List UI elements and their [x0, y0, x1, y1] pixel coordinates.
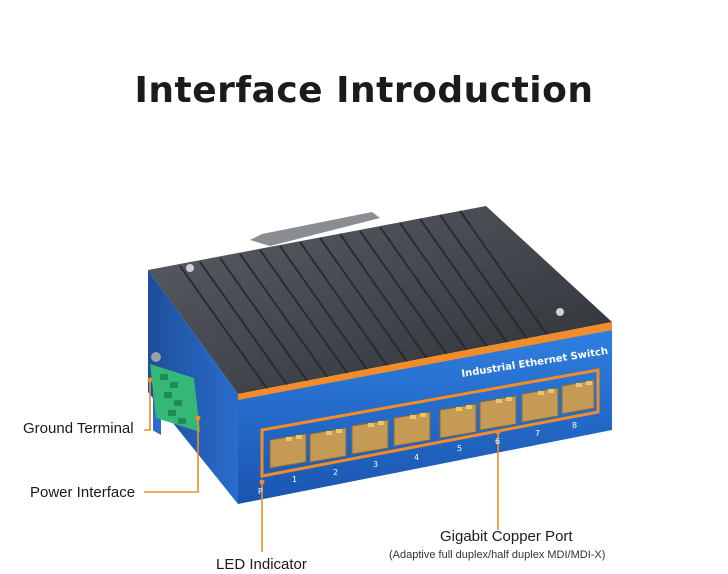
ethernet-ports — [269, 379, 595, 469]
copper-port-label: Gigabit Copper Port — [440, 528, 573, 545]
svg-text:1: 1 — [292, 475, 297, 484]
svg-text:7: 7 — [535, 429, 540, 438]
power-interface-label: Power Interface — [30, 484, 136, 501]
heatsink-top — [148, 206, 612, 394]
ground-terminal-label: Ground Terminal — [23, 420, 134, 437]
orange-edge — [238, 322, 612, 402]
terminal-block — [150, 352, 200, 432]
svg-text:6: 6 — [495, 437, 500, 446]
ground-screw — [151, 352, 161, 362]
din-rail-clip — [250, 212, 380, 246]
svg-text:5: 5 — [457, 444, 462, 453]
copper-port-note: (Adaptive full duplex/half duplex MDI/MD… — [389, 549, 606, 561]
svg-text:4: 4 — [414, 453, 419, 462]
svg-text:3: 3 — [373, 460, 378, 469]
page-title: Interface Introduction — [134, 70, 594, 111]
callout-lines — [144, 380, 499, 552]
led-mark: P — [258, 487, 263, 496]
led-indicator-label: LED Indicator — [216, 556, 307, 573]
svg-text:8: 8 — [572, 421, 577, 430]
port-numbers: 1 2 3 4 5 6 7 8 P — [258, 421, 577, 496]
heatsink-fins — [179, 210, 549, 391]
svg-text:2: 2 — [333, 468, 338, 477]
port-frame — [260, 368, 600, 478]
